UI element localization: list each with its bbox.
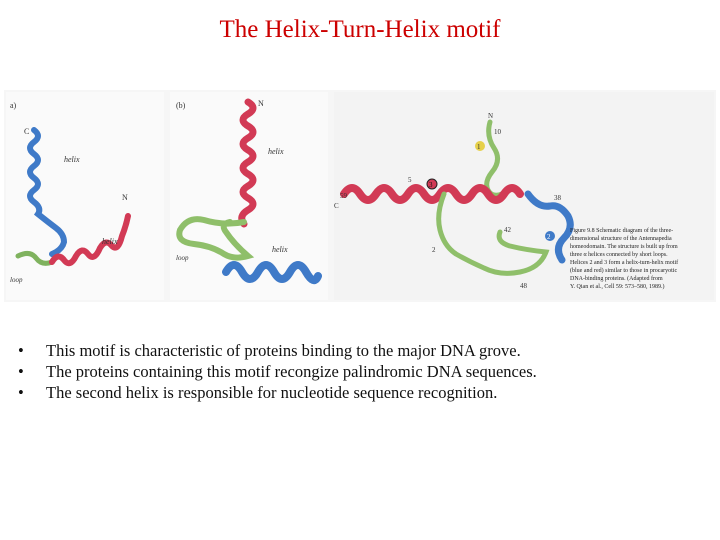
panel-c-helix-1-marker [475,141,485,151]
panel-a-helix-label-bottom: helix [102,237,118,246]
panel-c-green-loop [436,191,550,276]
caption-line: (blue and red) similar to those in proca… [570,267,677,274]
slide-title: The Helix-Turn-Helix motif [219,16,501,43]
caption-line: homeodomain. The structure is built up f… [570,243,678,250]
caption-line: DNA-binding proteins. (Adapted from [570,275,663,282]
panel-a-tag: a) [10,101,17,110]
panel-c-red-helix-1 [340,184,524,204]
panel-c-c-terminus: C [334,202,339,210]
caption-line: dimensional structure of the Antennapedi… [570,235,672,242]
panel-c-blue-helix-2 [524,190,574,264]
bullet-text: The proteins containing this motif recon… [46,362,537,381]
panel-a-green-loop [15,250,55,266]
figure-caption: Figure 9.8 Schematic diagram of the thre… [570,227,678,290]
panel-c-helix-2-label: 2 [547,233,551,241]
panel-a-helix-label-top: helix [64,155,80,164]
panel-c-residue-38: 38 [554,194,562,202]
bullet-item: • This motif is characteristic of protei… [18,340,708,361]
panel-c: N 10 1 3 59 C 5 2 38 42 48 2 Figure 9.8 … [334,92,714,300]
panel-b-tag: (b) [176,101,186,110]
bullet-glyph: • [18,362,24,381]
protein-structure-figure: a) C helix helix N loop (b) N helix heli… [4,90,716,302]
panel-c-helix-1-label: 1 [477,143,481,151]
panel-b-loop-label: loop [176,254,189,262]
panel-b-n-terminus: N [258,99,264,108]
panel-b-blue-helix [222,261,322,285]
panel-a-red-helix [49,213,131,267]
bullet-text: This motif is characteristic of proteins… [46,341,521,360]
panel-c-residue-48: 48 [520,282,528,290]
bullet-text: The second helix is responsible for nucl… [46,383,498,402]
panel-c-helix-3-label: 3 [429,181,433,189]
panel-c-residue-5: 5 [408,176,412,184]
panel-c-helix-3-marker [426,178,438,190]
panel-c-residue-42: 42 [504,226,512,234]
panel-c-helix-2-marker [545,231,555,241]
panel-b-helix-label-top: helix [268,147,284,156]
panel-b-helix-label-bottom: helix [272,245,288,254]
caption-line: three α helices connected by short loops… [570,252,668,258]
caption-line: Figure 9.8 Schematic diagram of the thre… [570,227,673,234]
panel-a-loop-label: loop [10,276,23,284]
caption-line: Helices 2 and 3 form a helix-turn-helix … [570,259,678,266]
panel-c-residue-59: 59 [340,192,348,200]
panel-a-c-terminus: C [24,127,29,136]
panel-b-green-loop [176,216,255,261]
panel-c-n-terminus: N [488,112,493,120]
panel-c-residue-2: 2 [432,246,436,254]
bullet-glyph: • [18,341,24,360]
bullet-item: • The second helix is responsible for nu… [18,382,708,403]
panel-a-n-terminus: N [122,193,128,202]
panel-b-red-helix [238,98,257,228]
helix-turn-helix-illustration: a) C helix helix N loop (b) N helix heli… [6,92,714,300]
panel-a: a) C helix helix N loop [6,92,164,300]
panel-c-residue-10: 10 [494,128,502,136]
bullet-glyph: • [18,383,24,402]
bullet-item: • The proteins containing this motif rec… [18,361,708,382]
panel-b: (b) N helix helix loop [170,92,328,300]
panel-a-blue-helix [27,127,68,257]
caption-line: Y. Qian et al., Cell 59: 573–580, 1989.) [570,283,665,290]
bullet-list: • This motif is characteristic of protei… [18,340,708,403]
